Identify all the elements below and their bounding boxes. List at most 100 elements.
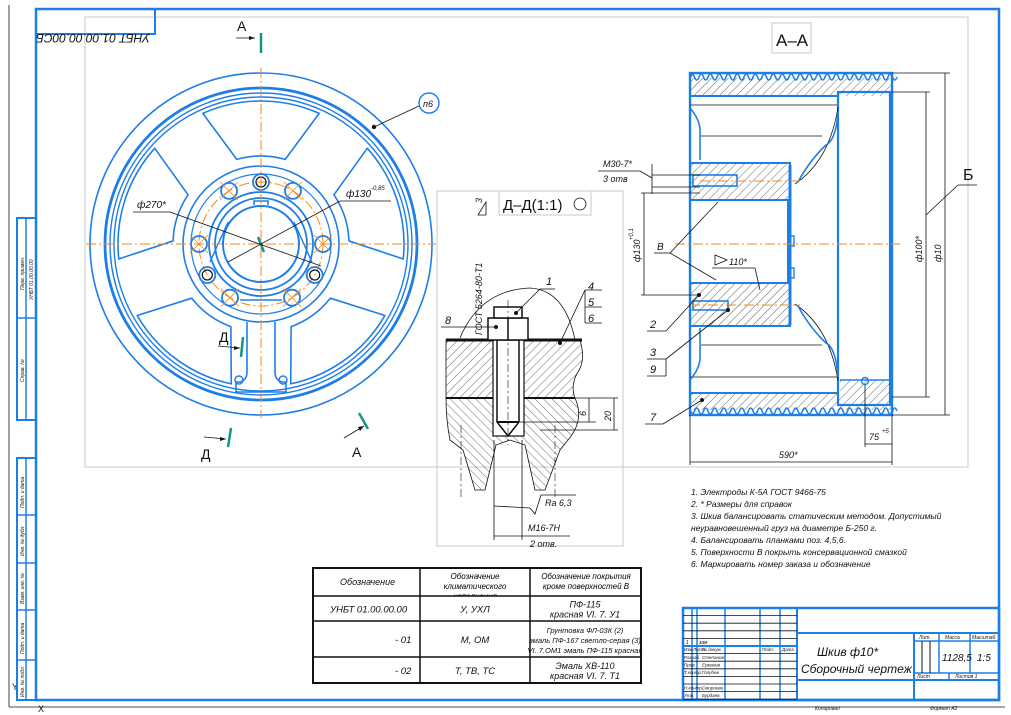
- rotated-view-icon: [573, 197, 587, 211]
- section-a-bottom-label: А: [352, 444, 362, 460]
- cell-coating: красная VI. 7. Т1: [550, 671, 620, 681]
- lit-label: Лит.: [918, 635, 931, 641]
- dim-75-tol: +5: [882, 429, 890, 435]
- spoke-window: [136, 297, 233, 385]
- spoke-windows: [117, 100, 405, 385]
- mass-value: 1128,5: [942, 653, 972, 664]
- dim-thread-m30: М30-7* 3 отв: [598, 159, 700, 194]
- col-header: Изм.: [684, 647, 694, 652]
- spoke-window: [333, 147, 405, 260]
- spoke-window: [202, 100, 320, 161]
- dim-d130: ф130 -0,85: [227, 186, 391, 263]
- side-sign-date-1: Подп. и дата: [20, 476, 26, 508]
- front-view: ф270* ф130 -0,85 п6 А Д Д: [86, 18, 440, 462]
- side-dup-inv: Инв. № дубл.: [20, 525, 26, 556]
- role-label: Разраб.: [684, 655, 700, 660]
- role-label: Пров.: [684, 663, 696, 668]
- dim-75: 75 +5: [864, 385, 892, 447]
- hole-center-mark: [220, 288, 240, 307]
- stamp-code: УНБТ 01.00.00.00СБ: [36, 31, 151, 45]
- pos-4: 4: [588, 281, 594, 293]
- bolt-hole: [305, 266, 324, 284]
- hub-bore: [689, 199, 789, 284]
- cell-climate: У, УХЛ: [459, 605, 490, 616]
- dim-thread-m16: Ra 6,3 М16-7Н 2 отв.: [493, 440, 576, 549]
- header-designation: Обозначение: [340, 577, 395, 587]
- bolt-hole: [221, 288, 239, 307]
- section-a-top-label: А: [237, 18, 247, 34]
- change-no: 1: [686, 640, 689, 646]
- sheets-label: Листов 1: [954, 674, 978, 680]
- bolt-head: [309, 269, 321, 281]
- label-v-text: В: [657, 242, 664, 253]
- cell-coating: эмаль ПФ-167 светло-серая (3): [529, 636, 641, 645]
- cell-coating: VI. 7.ОМ1 эмаль ПФ-115 красная: [528, 646, 643, 655]
- dim-inner-diameter: ф100*: [892, 91, 930, 398]
- thread-m16-holes: 2 отв.: [529, 539, 557, 549]
- view-area-frame: [84, 16, 969, 468]
- format-label: Формат A2: [930, 706, 958, 712]
- col-header: Подп.: [762, 647, 774, 652]
- grooves-bottom: [689, 407, 898, 415]
- signer-name: Ермаков: [702, 663, 721, 668]
- weld-leg-label: 3: [474, 198, 484, 203]
- change-note: зам: [698, 640, 708, 646]
- pos-6: 6: [588, 313, 595, 325]
- bolt-head: [201, 269, 213, 281]
- position-labels-aa: 2 3 9 7: [645, 293, 730, 425]
- pos-3: 3: [650, 347, 657, 359]
- dim-width-label: 590*: [779, 450, 798, 460]
- label-b: Б: [925, 167, 977, 216]
- side-first-use-code: УНБТ 01.00.00.00: [29, 259, 35, 300]
- section-mark-d-top: Д: [217, 329, 245, 358]
- note-line: 4. Балансировать планками поз. 4,5,6.: [691, 535, 846, 545]
- pos-7: 7: [650, 412, 657, 424]
- dim-inner-label: ф100*: [914, 235, 924, 262]
- balloon-p6: п6: [371, 92, 440, 130]
- drawing-title: Шкив ф10*: [817, 645, 878, 659]
- weld-110: 110*: [712, 254, 761, 291]
- role-label: Т.контр.: [684, 670, 702, 675]
- pos-9: 9: [650, 364, 656, 376]
- gost-weld-label: ГОСТ 5264-80-Т1: [474, 263, 484, 335]
- weld-110-label: 110*: [729, 257, 747, 267]
- header-climate: Обозначение климатического исполнения: [443, 572, 507, 596]
- technical-notes: 1. Электроды К-5А ГОСТ 9466-75 2. * Разме…: [690, 487, 942, 569]
- label-b-text: Б: [963, 167, 974, 184]
- note-line: 1. Электроды К-5А ГОСТ 9466-75: [691, 487, 826, 497]
- note-line: неуравновешенный груз на диаметре Б-250 …: [691, 523, 877, 533]
- dim-20-label: 20: [603, 411, 613, 422]
- side-orig-inv: Инв. № подл.: [20, 666, 26, 697]
- dim-bore: ф130 +0,1: [629, 192, 700, 296]
- side-sign-date-2: Подп. и дата: [20, 622, 26, 654]
- note-line: 5. Поверхности В покрыть консервационной…: [691, 547, 907, 557]
- pos-5: 5: [588, 297, 595, 309]
- dim-d130-tol: -0,85: [371, 186, 385, 192]
- cell-coating: Эмаль ХВ-110: [555, 661, 614, 671]
- dim-bore-label: ф130: [632, 239, 642, 262]
- cell-designation: УНБТ 01.00.00.00: [329, 605, 408, 616]
- hole-center-mark: [219, 181, 239, 201]
- balloon-label: п6: [423, 99, 433, 109]
- drawing-type: Сборочный чертеж: [801, 662, 913, 676]
- spoke-window: [117, 147, 189, 260]
- bolt-hole: [284, 181, 302, 200]
- section-dd-title: Д–Д(1:1): [503, 197, 563, 214]
- scale-value: 1:5: [977, 653, 991, 664]
- side-ref-no: Справ. №: [20, 359, 26, 382]
- col-header: № докум.: [702, 647, 722, 652]
- cell-climate: М, ОМ: [461, 635, 490, 646]
- side-stamp: Перв. примен. УНБТ 01.00.00.00 Справ. № …: [16, 217, 37, 701]
- signer-name: Голубев: [702, 670, 719, 675]
- col-header: Лист: [692, 647, 705, 652]
- cell-coating: ПФ-115: [569, 600, 601, 610]
- spoke-window: [289, 297, 386, 385]
- section-a-a: А–А М30-7*: [598, 22, 977, 465]
- dim-width: 590*: [689, 415, 893, 465]
- roughness-label: Ra 6,3: [545, 498, 572, 508]
- header-coating: Обозначение покрытия кроме поверхностей …: [541, 572, 631, 591]
- note-line: 2. * Размеры для справок: [690, 499, 793, 509]
- dim-6-label: 6: [578, 411, 588, 416]
